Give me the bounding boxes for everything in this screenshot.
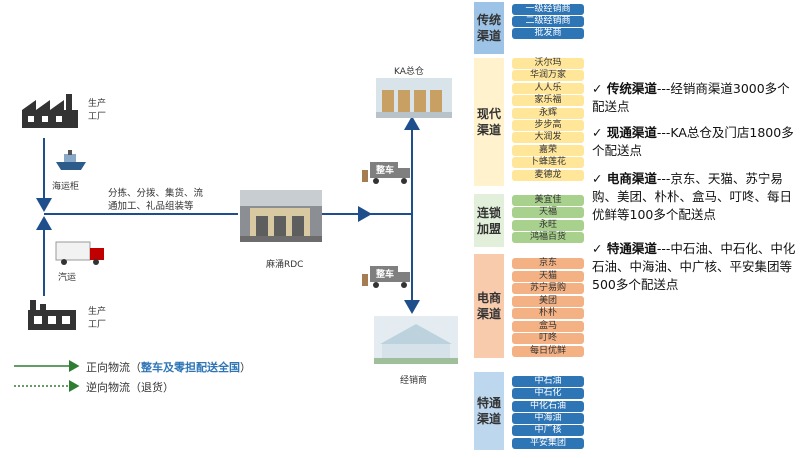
legend-forward-suffix: ） — [240, 361, 251, 374]
channel-item: 中石油 — [512, 376, 584, 387]
bullet-title: 电商渠道 — [606, 171, 657, 186]
ka-warehouse-image — [376, 78, 452, 118]
bullet-title: 传统渠道 — [606, 81, 657, 96]
channel-item: 卜蜂莲花 — [512, 157, 584, 169]
distributor-label: 经销商 — [400, 376, 428, 386]
channel-item: 一级经销商 — [512, 4, 584, 15]
channel-item: 中化石油 — [512, 400, 584, 412]
channel-item: 美团 — [512, 295, 584, 307]
legend-reverse: 逆向物流（退货） — [86, 381, 174, 394]
channel-item: 天福 — [512, 207, 584, 219]
channel-item: 盒马 — [512, 320, 584, 332]
channel-item: 二级经销商 — [512, 16, 584, 28]
truck-label: 汽运 — [58, 273, 77, 283]
channel-item: 每日优鲜 — [512, 345, 584, 357]
sea-label: 海运柜 — [52, 182, 80, 192]
channel-item: 京东 — [512, 258, 584, 269]
channel-item: 华润万家 — [512, 70, 584, 82]
process-label: 分拣、分拨、集货、流 通加工、礼品组装等 — [108, 188, 204, 212]
channel-category-4: 特通 渠道 — [474, 372, 504, 450]
channel-item: 中海油 — [512, 412, 584, 424]
channel-item: 永旺 — [512, 219, 584, 231]
factory-bottom-label: 生产 工厂 — [88, 307, 107, 330]
channel-item: 朴朴 — [512, 308, 584, 319]
factory-icon-top — [22, 94, 78, 128]
check-icon: ✓ — [592, 81, 607, 96]
ka-label: KA总仓 — [394, 67, 424, 77]
channel-item: 家乐福 — [512, 95, 584, 107]
bullet-item: ✓ 传统渠道---经销商渠道3000多个配送点 — [592, 80, 797, 116]
delivery-truck-icon-1 — [362, 162, 410, 184]
channel-item: 麦德龙 — [512, 169, 584, 181]
truck-badge-1: 整车 — [376, 166, 395, 176]
channel-item: 平安集团 — [512, 437, 584, 449]
channel-item: 大润发 — [512, 132, 584, 144]
channel-category-3: 电商 渠道 — [474, 254, 504, 358]
channel-item: 叮咚 — [512, 333, 584, 344]
check-icon: ✓ — [592, 125, 607, 140]
bullet-title: 现通渠道 — [606, 125, 657, 140]
truck-icon — [55, 241, 104, 265]
bullet-text: ---中石油、中石化、中化石油、中海油、中广核、平安集团等500多个配送点 — [592, 241, 796, 292]
channel-item: 沃尔玛 — [512, 58, 584, 69]
ship-icon — [56, 150, 86, 170]
channel-category-0: 传统 渠道 — [474, 2, 504, 54]
channel-item: 步步高 — [512, 120, 584, 131]
legend-forward-prefix: 正向物流（ — [86, 361, 141, 374]
channel-item: 批发商 — [512, 28, 584, 40]
rdc-label: 麻涌RDC — [266, 260, 304, 270]
channel-item: 苏宁易购 — [512, 283, 584, 294]
delivery-truck-icon-2 — [362, 266, 410, 288]
channel-item: 中石化 — [512, 388, 584, 400]
check-icon: ✓ — [592, 241, 607, 256]
channel-category-2: 连锁 加盟 — [474, 194, 504, 248]
legend-forward: 正向物流（整车及零担配送全国） — [86, 359, 251, 375]
channel-item: 嘉荣 — [512, 144, 584, 156]
channel-item: 人人乐 — [512, 82, 584, 94]
channel-item: 中广核 — [512, 425, 584, 437]
bullet-text: ---京东、天猫、苏宁易购、美团、朴朴、盒马、叮咚、每日优鲜等100多个配送点 — [592, 171, 793, 222]
channel-item: 天猫 — [512, 270, 584, 282]
bullet-text: ---经销商渠道3000多个配送点 — [592, 81, 790, 114]
bullet-item: ✓ 电商渠道---京东、天猫、苏宁易购、美团、朴朴、盒马、叮咚、每日优鲜等100… — [592, 170, 797, 224]
legend-forward-highlight: 整车及零担配送全国 — [141, 361, 240, 374]
distributor-warehouse-image — [374, 316, 458, 364]
check-icon: ✓ — [592, 171, 607, 186]
factory-top-label: 生产 工厂 — [88, 99, 107, 122]
channel-item: 永辉 — [512, 107, 584, 119]
channel-item: 美宜佳 — [512, 195, 584, 206]
channel-item: 鸿福百货 — [512, 231, 584, 243]
bullet-title: 特通渠道 — [606, 241, 657, 256]
truck-badge-2: 整车 — [376, 270, 395, 280]
rdc-warehouse-image — [240, 190, 322, 242]
bullet-text: ---KA总仓及门店1800多个配送点 — [592, 125, 794, 158]
bullet-item: ✓ 特通渠道---中石油、中石化、中化石油、中海油、中广核、平安集团等500多个… — [592, 240, 797, 294]
bullet-item: ✓ 现通渠道---KA总仓及门店1800多个配送点 — [592, 124, 797, 160]
channel-category-1: 现代 渠道 — [474, 58, 504, 186]
factory-icon-bottom — [28, 300, 76, 330]
